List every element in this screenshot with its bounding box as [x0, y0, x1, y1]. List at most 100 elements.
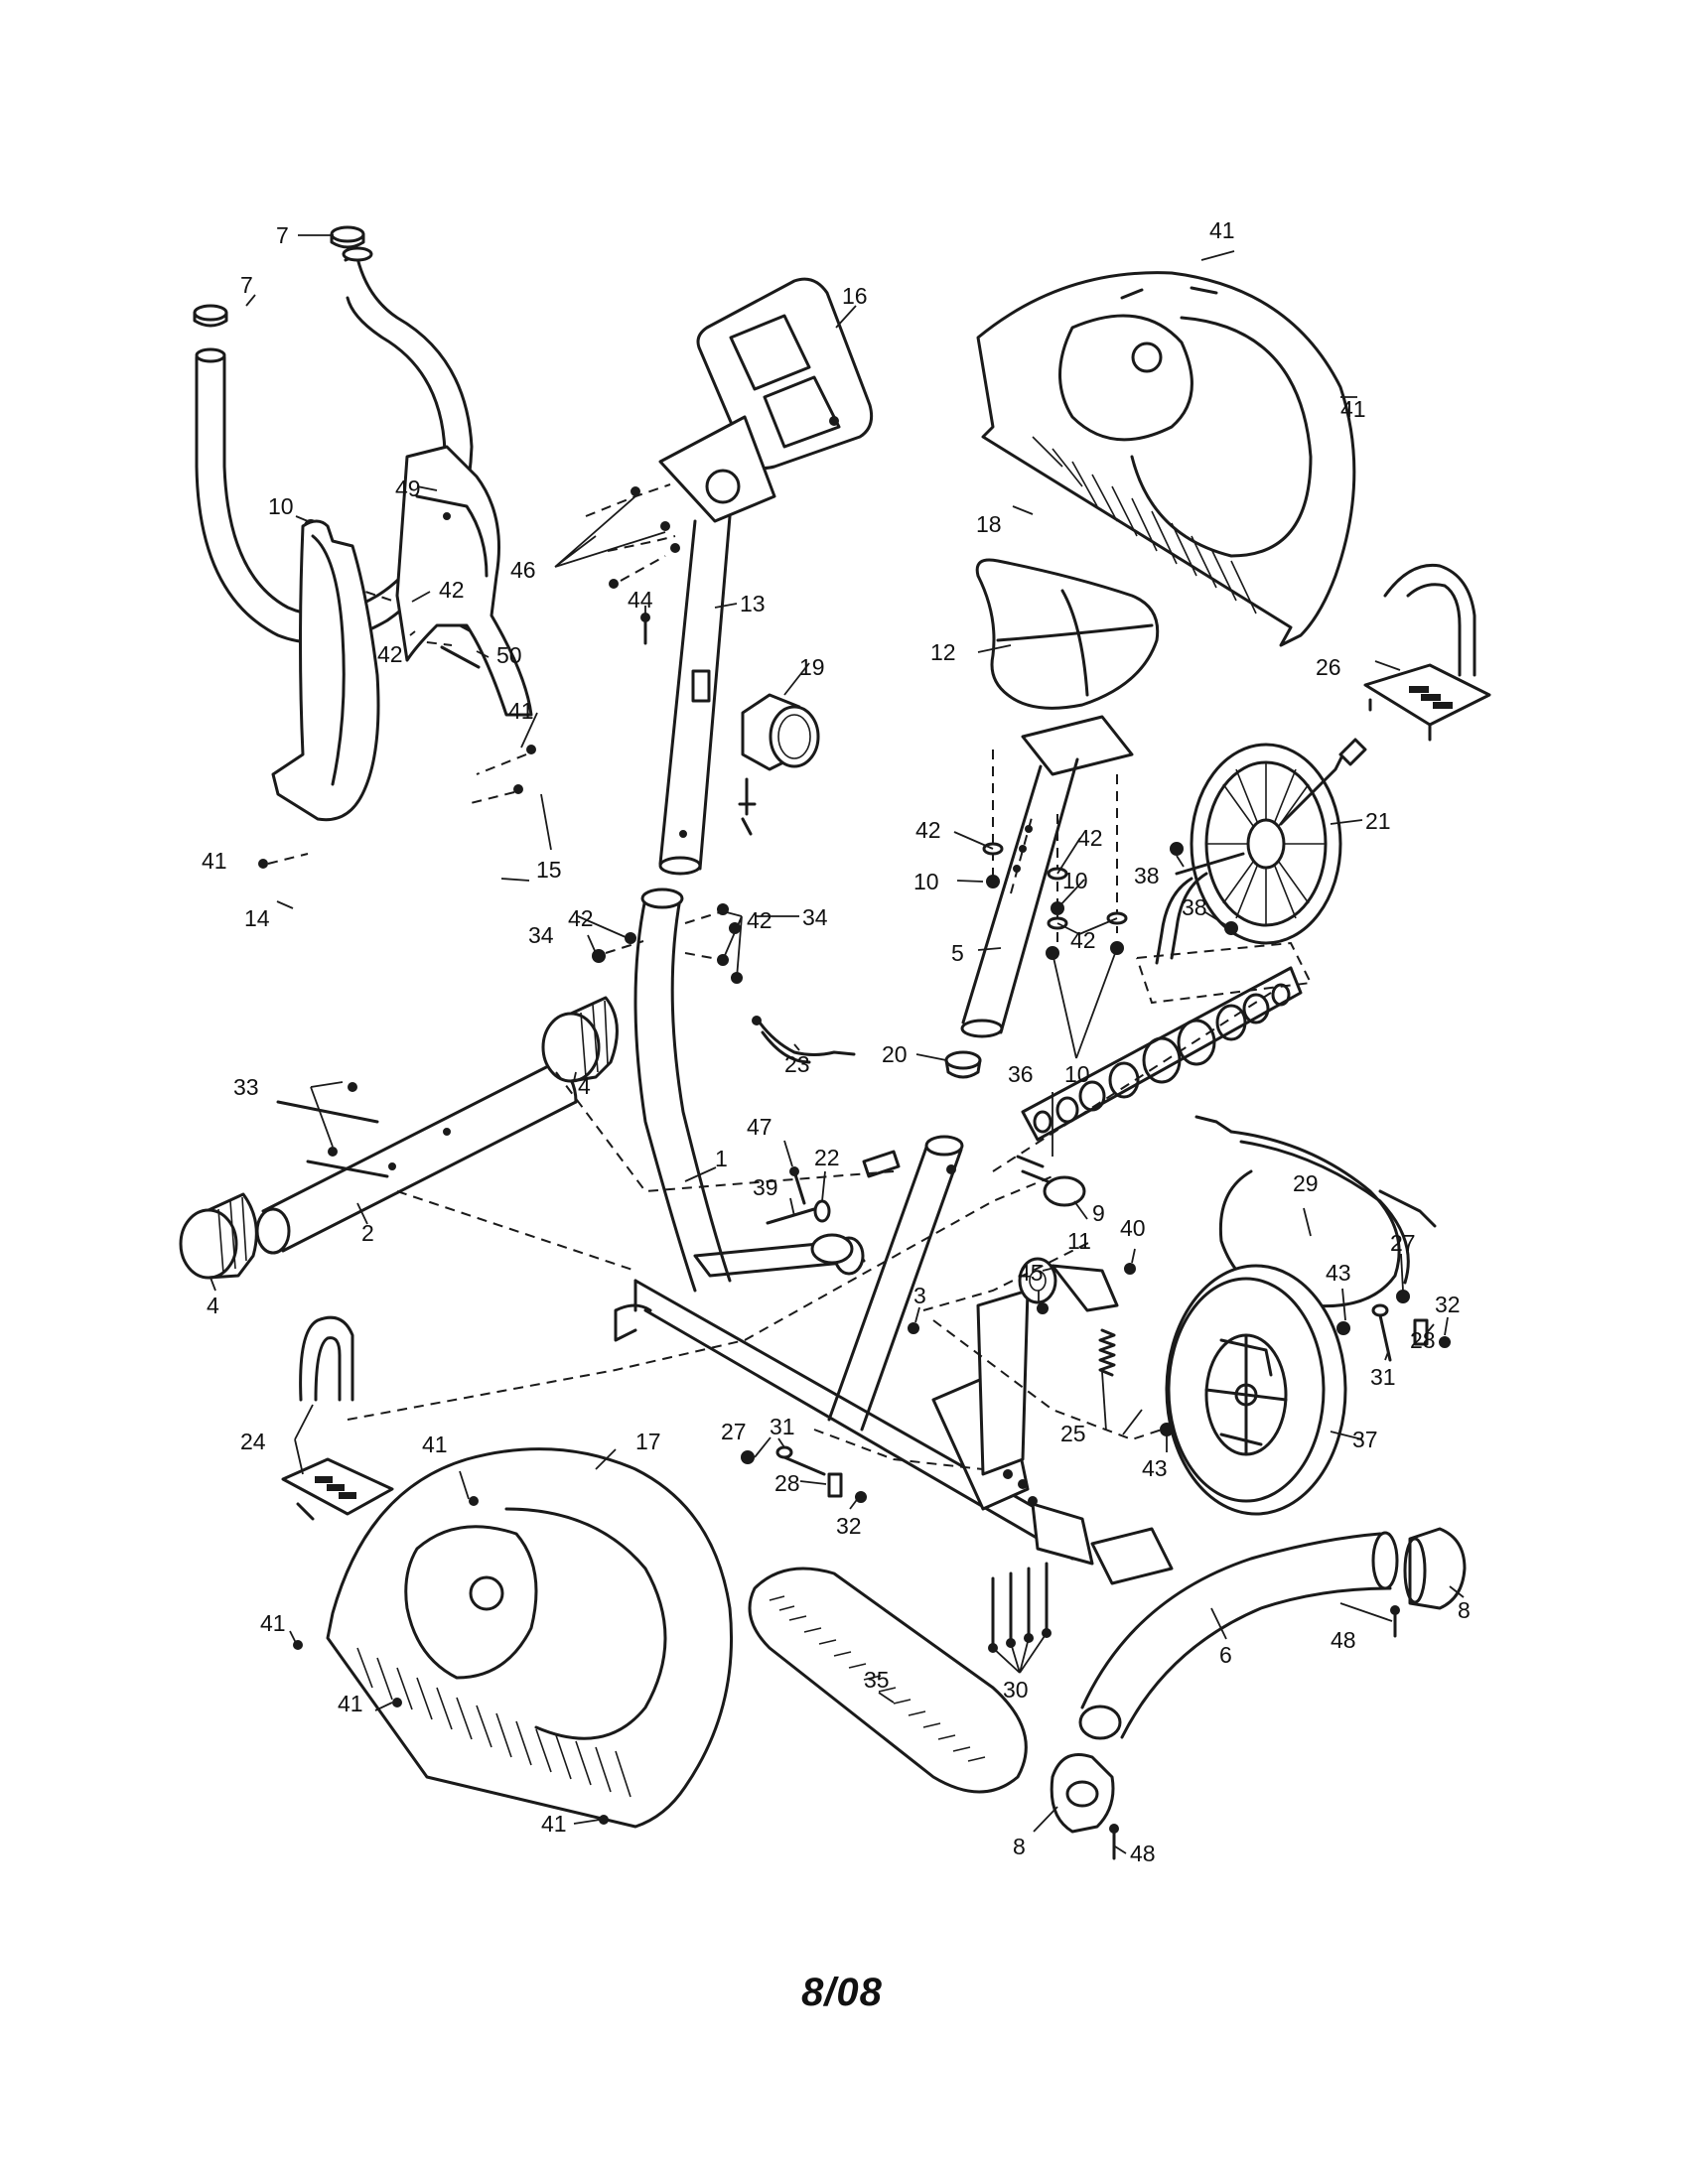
- callout-3: 3: [913, 1283, 926, 1308]
- front-stabilizer: [255, 1060, 578, 1255]
- pivot-hardware: [766, 1150, 901, 1265]
- callout-48-bottom: 48: [1130, 1841, 1156, 1866]
- callout-50: 50: [496, 642, 522, 668]
- callout-39: 39: [753, 1174, 778, 1200]
- bearing-set: [1021, 941, 1313, 1142]
- callout-4-lower: 4: [207, 1293, 219, 1318]
- callout-27-right: 27: [1390, 1230, 1416, 1256]
- callout-1: 1: [715, 1146, 728, 1171]
- callout-41-left-shroud-side: 41: [260, 1610, 286, 1636]
- rear-stabilizer-cap-right: [1403, 1527, 1467, 1610]
- pedal-right: [1363, 563, 1491, 742]
- callout-41-upper-shroud: 41: [508, 698, 534, 724]
- drive-belt: [748, 1567, 1028, 1794]
- frame-upright: [633, 887, 732, 1293]
- callout-34-right: 34: [802, 904, 828, 930]
- callout-47: 47: [747, 1114, 772, 1140]
- axle-nut-43: [1160, 1423, 1174, 1436]
- hardware-lower-left: [741, 1445, 867, 1503]
- callout-45: 45: [1018, 1260, 1044, 1286]
- flywheel: [1165, 1264, 1347, 1516]
- callout-32-right: 32: [1435, 1292, 1461, 1317]
- callout-31-left: 31: [770, 1414, 795, 1439]
- seat-hardware: [982, 750, 1128, 960]
- frame-seat-tube: [827, 1135, 964, 1432]
- handlebar-end-cap-right: [330, 225, 365, 249]
- crank-bolts: [1170, 842, 1238, 935]
- callout-35: 35: [864, 1667, 890, 1693]
- rear-stabilizer: [1078, 1527, 1399, 1740]
- callout-23: 23: [784, 1051, 810, 1077]
- callout-42-handlebar-upper: 42: [439, 577, 465, 603]
- assembly-guide-lines: [347, 992, 1272, 1470]
- callout-41-shroud-top: 41: [1209, 217, 1235, 243]
- idler-bolt-40: [1124, 1263, 1136, 1275]
- seat-post-bushing: [944, 1050, 982, 1079]
- screw-44: [640, 613, 650, 645]
- callout-31-right: 31: [1370, 1364, 1396, 1390]
- stabilizer-bolts: [276, 1082, 389, 1178]
- callout-5: 5: [951, 940, 964, 966]
- leveler-screws: [1109, 1605, 1400, 1860]
- callout-19: 19: [799, 654, 825, 680]
- callout-41-left-upper: 41: [202, 848, 227, 874]
- callout-42-seat-c: 42: [1070, 927, 1096, 953]
- callout-27-left: 27: [721, 1419, 747, 1444]
- callout-22: 22: [814, 1145, 840, 1170]
- callout-48-right: 48: [1331, 1627, 1356, 1653]
- callout-32-left: 32: [836, 1513, 862, 1539]
- callout-8-left: 8: [1013, 1834, 1026, 1859]
- callout-28-right: 28: [1410, 1327, 1436, 1353]
- callout-7-left: 7: [240, 272, 253, 298]
- callout-38-lower: 38: [1182, 894, 1207, 920]
- console-mast: [658, 415, 776, 876]
- seat-adjustment-knob: [1016, 1155, 1086, 1207]
- revision-date: 8/08: [801, 1971, 883, 2014]
- callout-16: 16: [842, 283, 868, 309]
- callout-42-upright: 42: [568, 905, 594, 931]
- callout-2: 2: [361, 1220, 374, 1246]
- tension-spring: [1098, 1328, 1116, 1377]
- drive-pulley: [1155, 738, 1367, 965]
- callout-42-seat-b: 42: [1077, 825, 1103, 851]
- callout-33: 33: [233, 1074, 259, 1100]
- callout-21: 21: [1365, 808, 1391, 834]
- rear-stabilizer-cap-left: [1050, 1753, 1115, 1834]
- callout-10-seat-c: 10: [1064, 1061, 1090, 1087]
- right-shroud: [976, 271, 1356, 647]
- callout-10-seat-a: 10: [913, 869, 939, 894]
- callout-15: 15: [536, 857, 562, 883]
- callout-42-upright-right: 42: [747, 907, 772, 933]
- callout-10-handlebar: 10: [268, 493, 294, 519]
- callout-12: 12: [930, 639, 956, 665]
- frame-bolts-30: [988, 1562, 1052, 1653]
- callout-26: 26: [1316, 654, 1341, 680]
- callout-41-left-shroud-top: 41: [422, 1432, 448, 1457]
- callout-41-shroud-right: 41: [1340, 396, 1366, 422]
- callout-13: 13: [740, 591, 766, 616]
- callout-38-upper: 38: [1134, 863, 1160, 888]
- callout-42-handlebar-lower: 42: [377, 641, 403, 667]
- callout-28-left: 28: [774, 1470, 800, 1496]
- front-stabilizer-cap-upper: [541, 996, 619, 1083]
- pedal-left: [281, 1315, 394, 1521]
- callout-40: 40: [1120, 1215, 1146, 1241]
- upright-hardware: [592, 903, 743, 984]
- callout-10-seat-b: 10: [1062, 868, 1088, 893]
- callout-49: 49: [395, 476, 421, 501]
- shroud-screws-41: [258, 745, 536, 869]
- callout-leaders: [210, 234, 1465, 1854]
- callout-36: 36: [1008, 1061, 1034, 1087]
- front-stabilizer-cap-lower: [179, 1192, 258, 1280]
- callout-17: 17: [635, 1429, 661, 1454]
- callout-20: 20: [882, 1041, 908, 1067]
- callout-41-left-shroud-mid: 41: [338, 1691, 363, 1716]
- pulley-bracket: [931, 1289, 1038, 1511]
- callout-41-left-shroud-bottom: 41: [541, 1811, 567, 1837]
- nut-3: [908, 1322, 919, 1334]
- flywheel-hardware-right: [1336, 1290, 1451, 1362]
- callout-42-seat-a: 42: [915, 817, 941, 843]
- sensor-wire: [752, 1016, 856, 1064]
- callout-labels: 1 2 3 4 4 5 6 7 7 8 8 9 10 10 10 10 11 1…: [202, 217, 1471, 1866]
- callout-8-right: 8: [1458, 1597, 1471, 1623]
